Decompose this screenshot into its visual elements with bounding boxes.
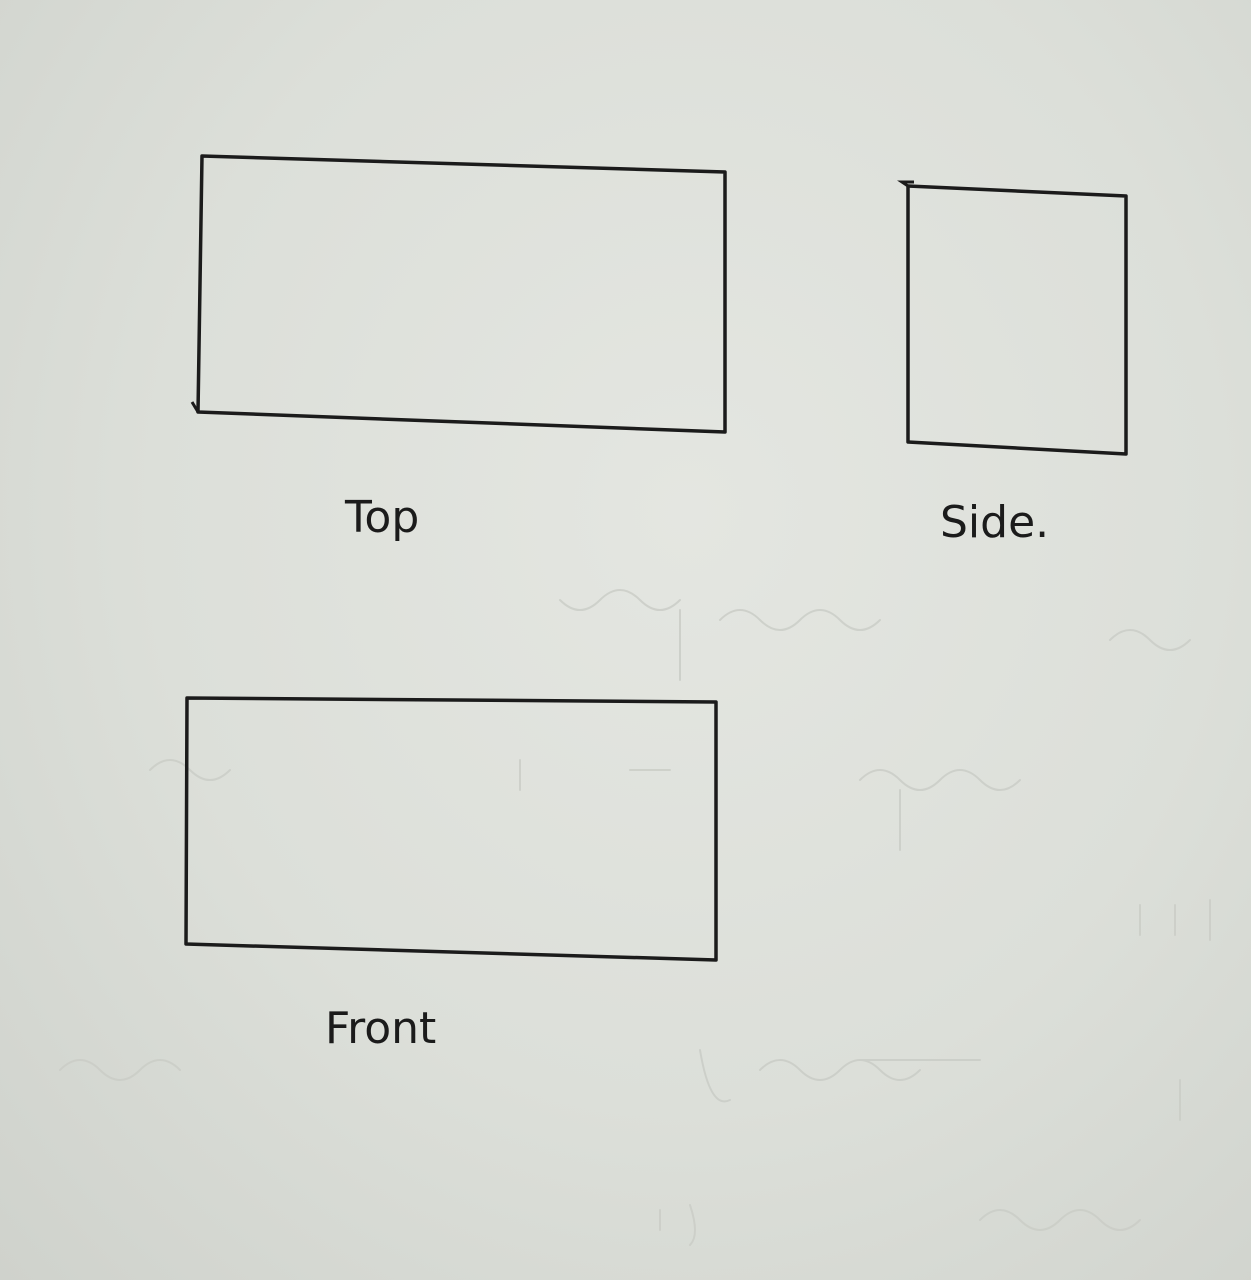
top-view-rectangle (196, 154, 727, 434)
side-view-tick (897, 180, 914, 188)
side-view-rectangle (906, 184, 1128, 456)
ghost-writing (59, 589, 1211, 1246)
top-view-label: Top (344, 492, 419, 543)
front-view-rectangle (184, 696, 718, 962)
top-view-tick (190, 401, 200, 413)
front-view-label: Front (325, 1003, 436, 1054)
side-view-label: Side. (940, 497, 1049, 548)
